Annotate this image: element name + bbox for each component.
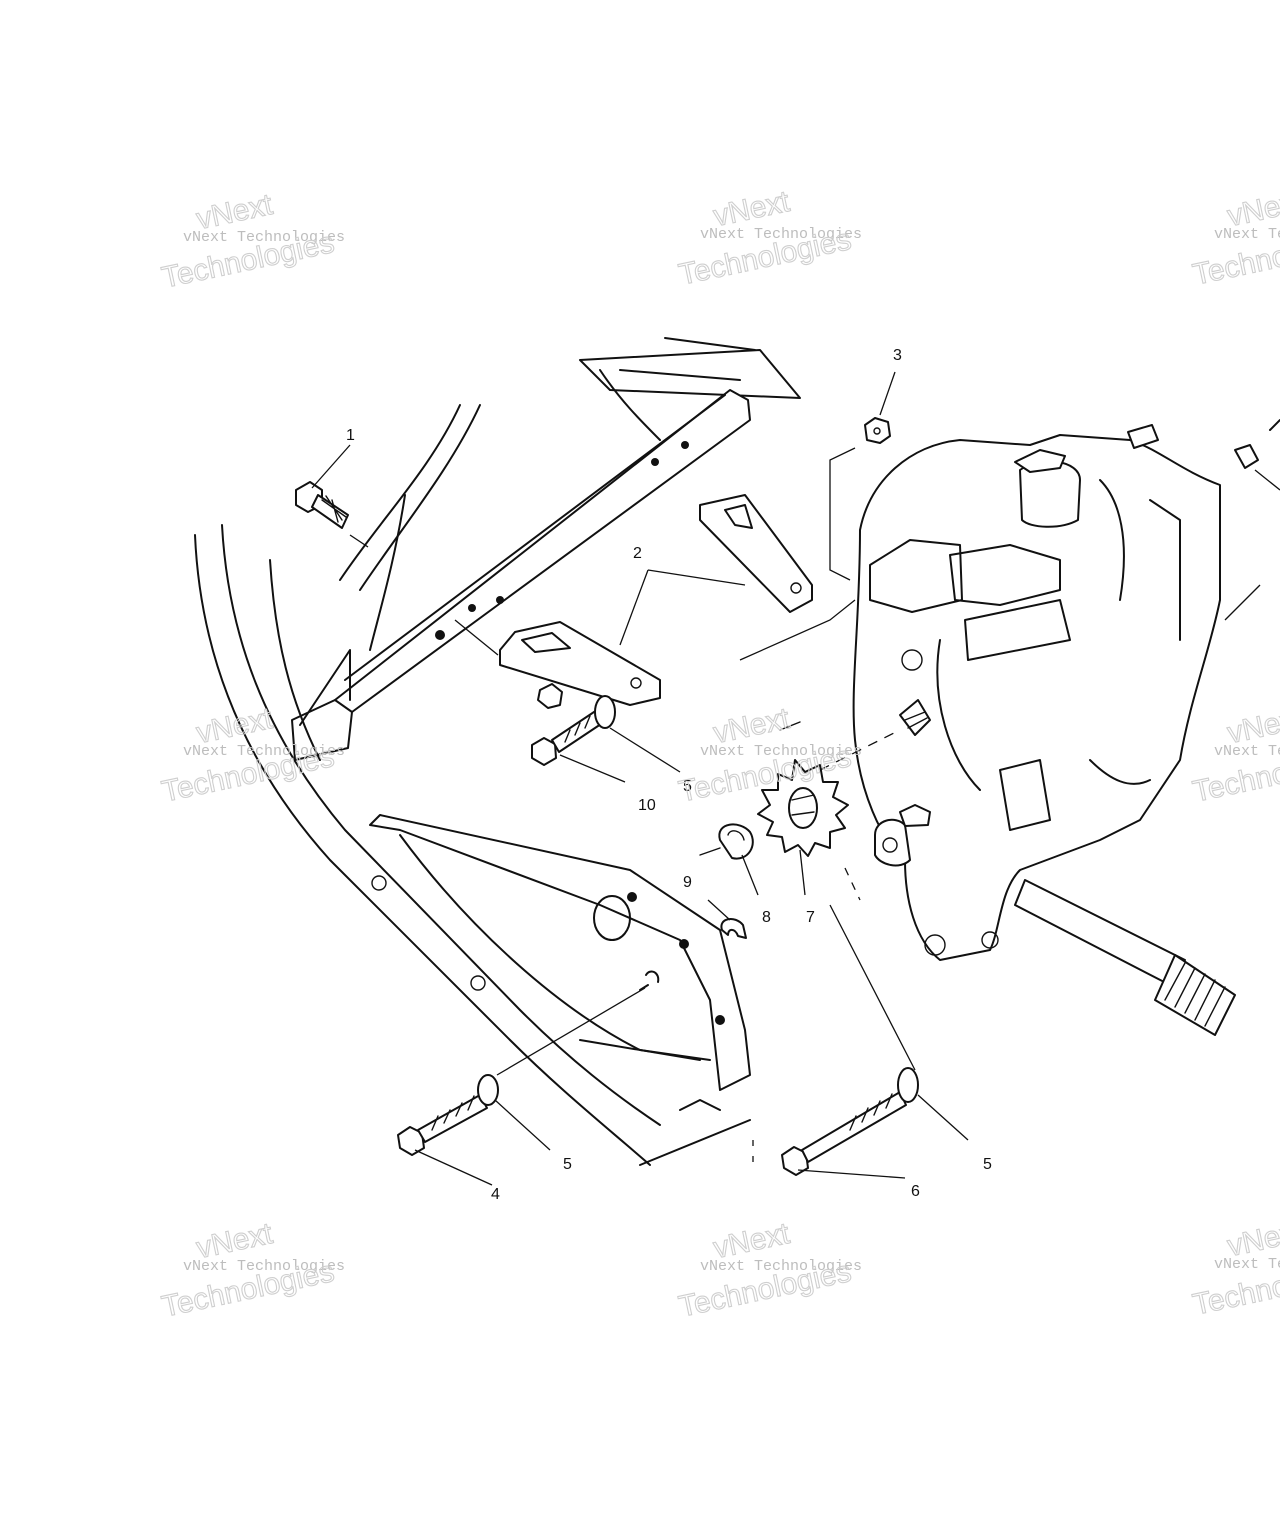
nut-part-3	[864, 417, 891, 444]
callout-5-right: 5	[983, 1156, 992, 1173]
sprocket-part-7	[757, 721, 849, 857]
circlip-part-8	[699, 823, 754, 860]
callout-4: 4	[491, 1186, 500, 1203]
callout-10: 10	[638, 797, 656, 814]
bolt-part-6	[781, 1067, 919, 1176]
callout-2: 2	[633, 545, 642, 562]
callout-6: 6	[911, 1183, 920, 1200]
bolt-part-10	[531, 683, 616, 766]
callout-1: 1	[346, 427, 355, 444]
bracket-part-2	[499, 494, 813, 706]
watermark: vNext vNext Technologies Technologies	[675, 184, 862, 292]
callout-5-left: 5	[563, 1156, 572, 1173]
callout-8: 8	[762, 909, 771, 926]
bolt-part-1	[295, 481, 349, 529]
callout-9: 9	[683, 874, 692, 891]
svg-text:vNext Technologies: vNext Technologies	[700, 743, 862, 760]
watermark: vNext vNext Technologies Technologies	[158, 1216, 345, 1324]
edge-washer	[1234, 419, 1280, 491]
watermark: vNext vNext Technologies Technologies	[1189, 184, 1280, 292]
callout-5-upper: 5	[683, 778, 692, 795]
bolt-part-4	[397, 970, 660, 1156]
gearbox-housing	[852, 424, 1221, 961]
callout-3: 3	[893, 347, 902, 364]
frame-assembly	[194, 337, 801, 1166]
callout-7: 7	[806, 909, 815, 926]
svg-text:vNext Technologies: vNext Technologies	[700, 226, 862, 243]
svg-text:vNext Technologies: vNext Technologies	[700, 1258, 862, 1275]
watermark: vNext vNext Technologies Technologies	[158, 187, 345, 295]
svg-text:vNext Technologies: vNext Technologies	[1214, 743, 1280, 760]
svg-text:vNext Technologies: vNext Technologies	[183, 1258, 345, 1275]
svg-text:vNext Technologies: vNext Technologies	[1214, 1256, 1280, 1273]
watermark: vNext vNext Technologies Technologies	[1189, 1214, 1280, 1322]
watermark: vNext vNext Technologies Technologies	[675, 1216, 862, 1324]
svg-text:vNext Technologies: vNext Technologies	[1214, 226, 1280, 243]
svg-text:vNext Technologies: vNext Technologies	[183, 743, 345, 760]
svg-text:vNext Technologies: vNext Technologies	[183, 229, 345, 246]
watermark: vNext vNext Technologies Technologies	[1189, 701, 1280, 809]
callout-labels: 1 2 3 4 5 5 5 6 7 8 9 10	[346, 347, 992, 1203]
clip-part-9	[720, 918, 747, 939]
output-shaft	[1014, 879, 1236, 1036]
